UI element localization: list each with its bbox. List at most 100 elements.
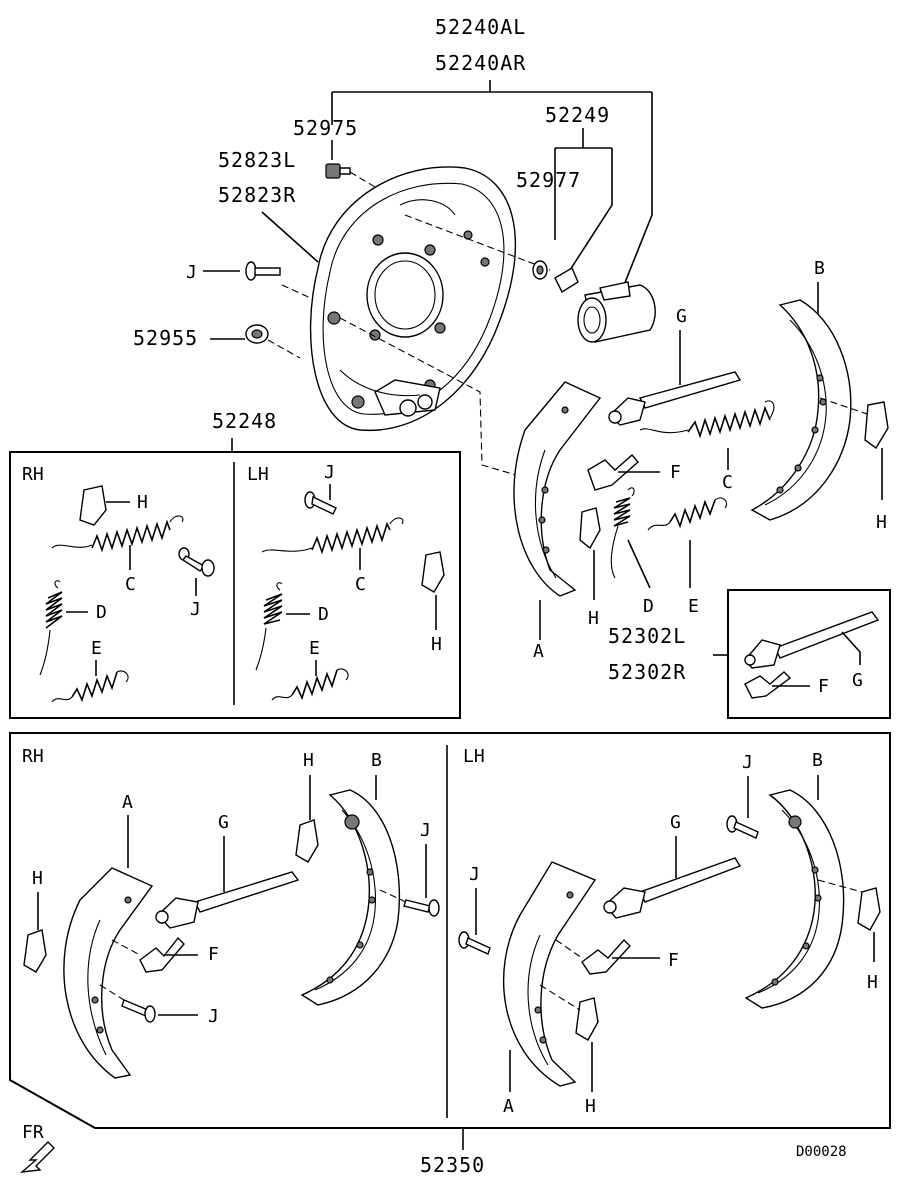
label-52823l: 52823L <box>218 148 296 172</box>
shoe-rh-callout-b: B <box>371 750 382 771</box>
adjuster-kit-frame <box>727 589 891 719</box>
shoe-rh-a <box>63 867 154 1079</box>
shoe-lh-callout-a: A <box>503 1096 514 1117</box>
shoe-lh-adjuster-g <box>603 857 742 919</box>
kit-lh-callout-h: H <box>431 634 442 655</box>
shoe-lh-clip-h2 <box>857 887 881 931</box>
adjuster-g-top <box>608 371 742 426</box>
shoe-kit-frame <box>9 732 891 1129</box>
label-52955: 52955 <box>133 326 198 350</box>
shoe-rh-b <box>300 789 401 1006</box>
wheel-cylinder <box>577 281 656 343</box>
shoe-rh-callout-h2: H <box>303 750 314 771</box>
shoe-rh-clip-h <box>23 929 47 973</box>
callout-c-top: C <box>722 472 733 493</box>
shoe-lh-pin-j2 <box>726 815 759 839</box>
kit-lh-spring-c <box>261 517 404 555</box>
callout-a-top: A <box>533 641 544 662</box>
bleeder-cap-52977 <box>532 260 548 280</box>
shoe-lh-a <box>503 861 597 1087</box>
kit-rh-callout-c: C <box>125 574 136 595</box>
kit-rh-spring-e <box>51 670 129 703</box>
shoe-lh-b <box>744 789 845 1009</box>
label-52977: 52977 <box>516 168 581 192</box>
shoe-rh-callout-a: A <box>122 792 133 813</box>
kit-rh-callout-h: H <box>137 492 148 513</box>
callout-g-box: G <box>852 670 863 691</box>
kit-lh-spring-d <box>255 582 283 671</box>
callout-h-mid: H <box>588 608 599 629</box>
label-52249: 52249 <box>545 103 610 127</box>
kit-lh-callout-d: D <box>318 604 329 625</box>
direction-label: FR <box>22 1122 44 1143</box>
shoe-lh-clip-h <box>575 997 599 1041</box>
leader-52823 <box>261 211 319 263</box>
kit-lh-callout-c: C <box>355 574 366 595</box>
shoe-lh-callout-h2: H <box>867 972 878 993</box>
spring-kit-frame <box>9 451 461 719</box>
kit-lh-clip-h <box>421 551 445 593</box>
clip-h-mid <box>579 507 601 550</box>
callout-d-top: D <box>643 596 654 617</box>
label-52302l: 52302L <box>608 624 686 648</box>
shoe-lh-callout-b: B <box>812 750 823 771</box>
label-52240al: 52240AL <box>435 15 526 39</box>
clip-h-top-right <box>864 401 889 450</box>
shoe-lh-callout-j2: J <box>742 752 753 773</box>
kit-rh-spring-c <box>51 515 184 553</box>
shoe-rh-label: RH <box>22 746 44 767</box>
shoe-rh-pin-j2 <box>403 899 440 917</box>
label-52975: 52975 <box>293 116 358 140</box>
kit-rh-callout-e: E <box>91 638 102 659</box>
shoe-rh-lever-f <box>139 936 185 973</box>
shoe-lh-pin-j <box>458 931 491 955</box>
spring-c-top <box>639 400 775 439</box>
shoe-lh-callout-h: H <box>585 1096 596 1117</box>
shoe-rh-callout-g: G <box>218 812 229 833</box>
lever-f-box <box>744 671 792 699</box>
shoe-lh-label: LH <box>463 746 485 767</box>
shoe-lh-callout-g: G <box>670 812 681 833</box>
adjuster-g-box <box>744 611 880 669</box>
kit-rh-callout-d: D <box>96 602 107 623</box>
callout-f-top: F <box>670 462 681 483</box>
shoe-rh-callout-j: J <box>208 1006 219 1027</box>
callout-h-top-right: H <box>876 512 887 533</box>
callout-g-top: G <box>676 306 687 327</box>
shoe-rh-clip-h2 <box>295 819 319 863</box>
brake-shoe-b-top <box>750 299 852 521</box>
figure-code: D00028 <box>796 1144 847 1160</box>
bleeder-screw <box>554 266 579 294</box>
shoe-rh-pin-j <box>121 999 156 1023</box>
shoe-rh-adjuster-g <box>155 871 300 929</box>
label-52248: 52248 <box>212 409 277 433</box>
shoe-rh-callout-f: F <box>208 944 219 965</box>
bolt-52975 <box>325 163 351 179</box>
kit-lh-callout-e: E <box>309 638 320 659</box>
kit-lh-label: LH <box>247 464 269 485</box>
label-52240ar: 52240AR <box>435 51 526 75</box>
shoe-lh-lever-f <box>581 938 631 975</box>
callout-j-top: J <box>186 262 197 283</box>
pin-j-top <box>245 261 281 281</box>
shoe-rh-callout-j2: J <box>420 820 431 841</box>
shoe-lh-callout-j: J <box>469 864 480 885</box>
lever-f-top <box>587 454 639 491</box>
callout-f-box: F <box>818 676 829 697</box>
shoe-lh-callout-f: F <box>668 950 679 971</box>
brake-shoe-a-top <box>513 381 602 597</box>
kit-rh-pin-j <box>178 547 215 577</box>
kit-rh-label: RH <box>22 464 44 485</box>
leader-52249 <box>554 128 613 271</box>
kit-rh-callout-j: J <box>190 599 201 620</box>
kit-lh-spring-e <box>271 668 349 701</box>
label-52302r: 52302R <box>608 660 686 684</box>
kit-rh-clip-h <box>79 485 107 526</box>
kit-lh-callout-j: J <box>324 462 335 483</box>
kit-lh-pin-j <box>304 491 337 515</box>
label-52350: 52350 <box>420 1153 485 1177</box>
spring-e-top <box>647 497 728 531</box>
spring-d-top <box>610 487 635 579</box>
